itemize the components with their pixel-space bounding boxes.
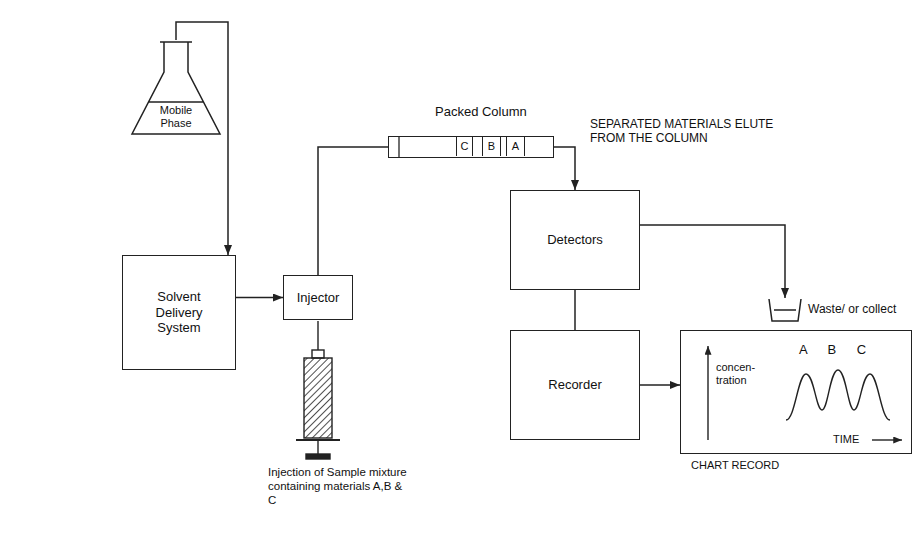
- node-text: Injector: [297, 290, 340, 306]
- flow-connector: [318, 147, 388, 275]
- node-text: Mobile Phase: [146, 104, 206, 129]
- node-text: A B C: [799, 343, 866, 358]
- flow-connector: [176, 22, 228, 255]
- chart-record: A B Cconcen- trationTIMECHART RECORD: [680, 330, 912, 454]
- node-text: Solvent Delivery System: [133, 289, 225, 336]
- flow-connector: [236, 297, 283, 299]
- injector-box: Injector: [283, 275, 353, 320]
- node-text: TIME: [833, 433, 859, 446]
- beaker-outline: [768, 298, 802, 322]
- node-text: B: [488, 140, 495, 153]
- chart-plot: [708, 346, 902, 440]
- elution-note: SEPARATED MATERIALS ELUTE FROM THE COLUM…: [590, 117, 795, 146]
- packed-column: CBAPacked Column: [388, 136, 554, 158]
- node-text: concen- tration: [716, 361, 766, 386]
- band-a: A: [506, 137, 525, 156]
- flow-connector: [554, 147, 575, 190]
- mobile-phase-flask: Mobile Phase: [130, 40, 222, 138]
- band-c: C: [456, 137, 473, 156]
- column-divider: [398, 137, 399, 157]
- node-text: A: [512, 140, 519, 153]
- node-text: Detectors: [547, 232, 603, 248]
- detectors-box: Detectors: [510, 190, 640, 290]
- syringe: [296, 321, 340, 459]
- node-text: Waste/ or collect: [808, 303, 896, 317]
- node-text: C: [461, 140, 469, 153]
- recorder-box: Recorder: [510, 330, 640, 440]
- band-b: B: [482, 137, 501, 156]
- node-text: Recorder: [548, 377, 601, 393]
- flow-connector: [640, 225, 785, 298]
- waste-beaker: Waste/ or collect: [768, 298, 802, 322]
- injection-note: Injection of Sample mixture containing m…: [268, 466, 408, 507]
- node-text: Packed Column: [435, 105, 527, 120]
- solvent-delivery-box: Solvent Delivery System: [122, 255, 236, 370]
- flow-connector: [640, 384, 680, 386]
- flow-connector: [574, 290, 576, 330]
- node-text: CHART RECORD: [691, 459, 779, 472]
